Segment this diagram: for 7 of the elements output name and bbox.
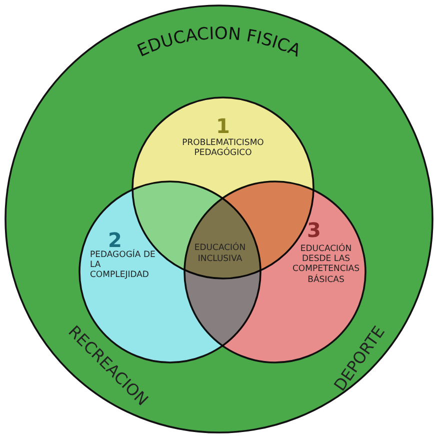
circle-number: 3 xyxy=(307,218,322,242)
circle-text: PROBLEMATICISMO PEDAGÓGICO xyxy=(181,138,265,158)
circle-text: EDUCACIÓN DESDE LAS COMPETENCIAS BÁSICAS xyxy=(291,244,361,285)
circle-number: 2 xyxy=(108,228,122,252)
center-label: EDUCACIÓN INCLUSIVA xyxy=(193,243,247,266)
circle-text: PEDAGOGÍA DE LA COMPLEJIDAD xyxy=(90,250,156,281)
circle-number: 1 xyxy=(215,114,231,138)
